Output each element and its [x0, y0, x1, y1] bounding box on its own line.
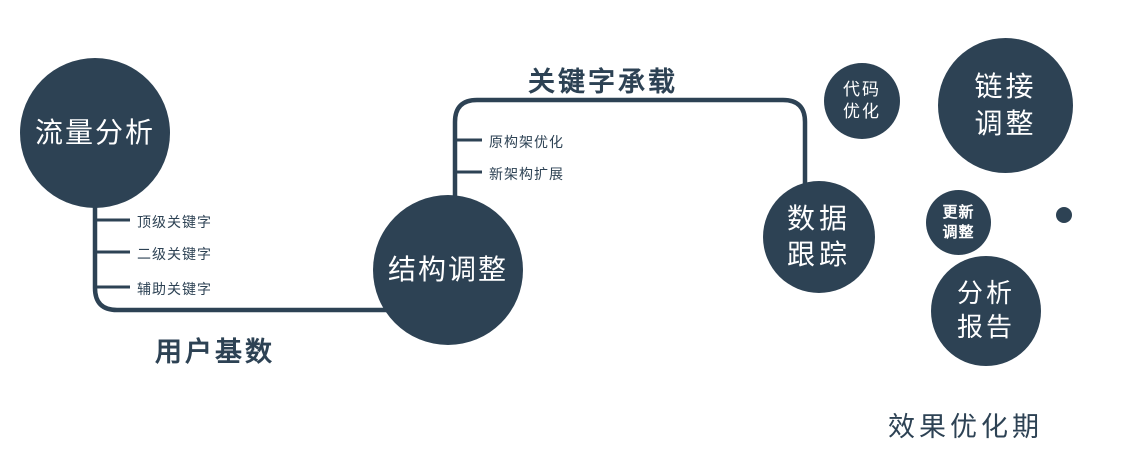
branch-label-top-keywords: 顶级关键字	[137, 214, 212, 230]
node-code-optimization-line1: 代码	[843, 79, 881, 99]
connector-structure-to-tracking	[452, 97, 808, 202]
node-traffic-analysis: 流量分析	[20, 58, 170, 208]
node-analysis-report-line2: 报告	[956, 312, 1015, 342]
branch-label-arch-optimize: 原构架优化	[489, 134, 564, 150]
node-data-tracking-line1: 数据	[786, 202, 851, 234]
node-code-optimization: 代码 优化	[824, 63, 900, 139]
node-code-optimization-line2: 优化	[843, 102, 881, 121]
branch-label-second-keywords: 二级关键字	[137, 246, 212, 262]
node-data-tracking: 数据 跟踪	[763, 181, 875, 293]
node-analysis-report-line1: 分析	[956, 278, 1015, 309]
branch-label-arch-expand: 新架构扩展	[489, 166, 564, 182]
node-structure-adjustment-label: 结构调整	[387, 253, 508, 285]
node-structure-adjustment: 结构调整	[373, 195, 523, 345]
branch-label-aux-keywords: 辅助关键字	[137, 281, 212, 297]
node-update-adjustment: 更新 调整	[926, 190, 991, 255]
node-link-adjustment: 链接 调整	[938, 38, 1073, 173]
caption-effect-optimization: 效果优化期	[888, 412, 1043, 442]
node-data-tracking-line2: 跟踪	[786, 239, 851, 270]
node-analysis-report: 分析 报告	[931, 256, 1041, 366]
node-update-adjustment-line1: 更新	[942, 204, 975, 221]
bullet-dot	[1056, 207, 1072, 223]
edge-label-user-base: 用户基数	[155, 337, 275, 367]
node-update-adjustment-line2: 调整	[942, 223, 975, 241]
node-traffic-analysis-label: 流量分析	[34, 116, 155, 148]
node-link-adjustment-line1: 链接	[974, 71, 1037, 103]
edge-label-keyword-carry: 关键字承载	[528, 67, 678, 97]
node-link-adjustment-line2: 调整	[974, 107, 1037, 139]
